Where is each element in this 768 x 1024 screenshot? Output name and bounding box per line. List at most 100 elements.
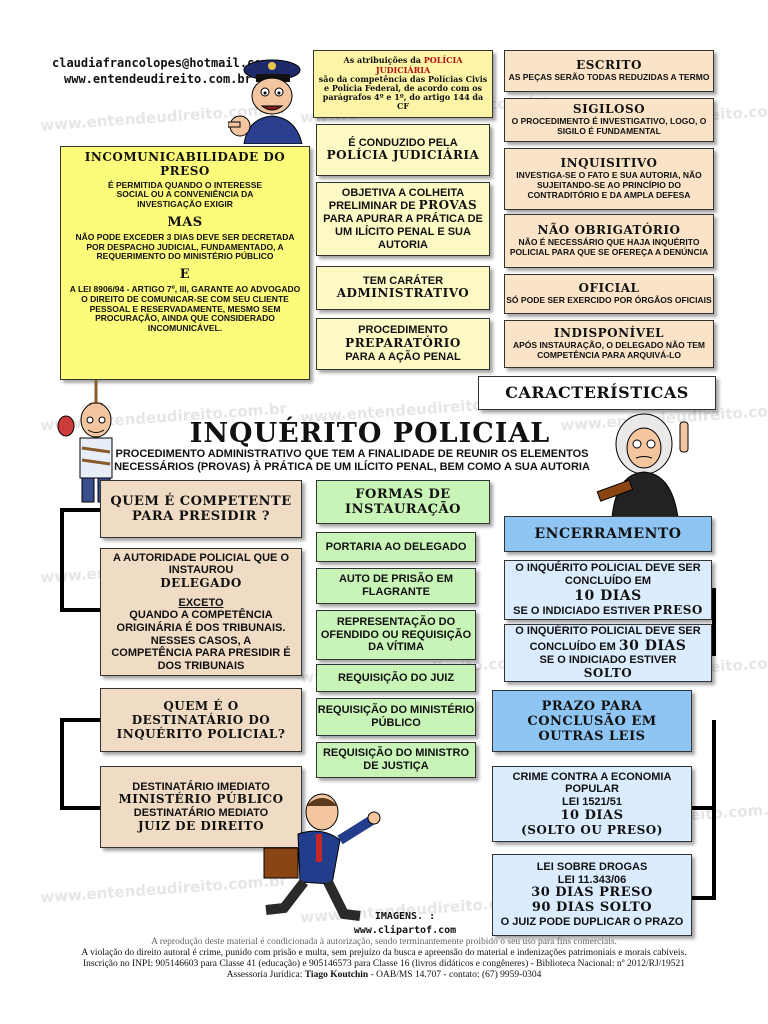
encerramento-solto-box: O INQUÉRITO POLICIAL DEVE SER CONCLUÍDO … <box>504 624 712 682</box>
prazo-title: PRAZO PARA CONCLUSÃO EM OUTRAS LEIS <box>527 698 657 744</box>
caracteristicas-label-box: CARACTERÍSTICAS <box>478 376 716 410</box>
connector-line <box>692 896 716 900</box>
objetiva-text: PARA APURAR A PRÁTICA DE UM ILÍCITO PENA… <box>323 213 483 251</box>
prazo-days: 90 DIAS SOLTO <box>531 900 653 916</box>
economia-popular-box: CRIME CONTRA A ECONOMIA POPULAR LEI 1521… <box>492 766 692 842</box>
prazo-days: 30 DIAS PRESO <box>531 885 653 901</box>
encerramento-text: SE O INDICIADO ESTIVER <box>539 654 677 667</box>
note-text: são da competência das Polícias Civis e … <box>318 73 488 112</box>
characteristic-title: OFICIAL <box>578 281 640 296</box>
imagens-label: IMAGENS. : <box>374 911 436 922</box>
forma-item: REQUISIÇÃO DO MINISTRO DE JUSTIÇA <box>316 742 476 778</box>
status-label: SOLTO <box>583 665 633 680</box>
incomunicabilidade-box: INCOMUNICABILIDADE DO PRESO É PERMITIDA … <box>60 146 310 380</box>
page-title: INQUÉRITO POLICIAL <box>189 418 551 449</box>
destinatario-answer-box: DESTINATÁRIO IMEDIATO MINISTÉRIO PÚBLICO… <box>100 766 302 848</box>
status-label: PRESO <box>653 602 703 617</box>
footer-line: A reprodução deste material é condiciona… <box>151 937 617 947</box>
connector-line <box>60 718 64 810</box>
header-credits: claudiafrancolopes@hotmail.com www.enten… <box>52 55 269 87</box>
provas-label: PROVAS <box>418 198 478 213</box>
preparatorio-text: PARA A AÇÃO PENAL <box>345 350 461 363</box>
objetiva-box: OBJETIVA A COLHEITA PRELIMINAR DE PROVAS… <box>316 182 490 256</box>
characteristic-title: NÃO OBRIGATÓRIO <box>537 223 681 238</box>
forma-item-label: REPRESENTAÇÃO DO OFENDIDO OU REQUISIÇÃO … <box>320 616 472 654</box>
preparatorio-title: PREPARATÓRIO <box>345 336 461 351</box>
carater-text: TEM CARÁTER <box>362 274 444 287</box>
encerramento-preso-box: O INQUÉRITO POLICIAL DEVE SER CONCLUÍDO … <box>504 560 712 620</box>
characteristic-indisponivel: INDISPONÍVEL APÓS INSTAURAÇÃO, O DELEGAD… <box>504 320 714 368</box>
characteristic-text: O PROCEDIMENTO É INVESTIGATIVO, LOGO, O … <box>511 116 707 136</box>
mas-label: MAS <box>167 214 203 230</box>
footer-line: - OAB/MS 14.707 - contato: (67) 9959-030… <box>368 970 542 980</box>
characteristic-text: SÓ PODE SER EXERCIDO POR ÓRGÃOS OFICIAIS <box>506 295 712 306</box>
juiz-de-direito-label: JUIZ DE DIREITO <box>137 818 265 833</box>
forma-item-label: REQUISIÇÃO DO MINISTRO DE JUSTIÇA <box>322 747 470 772</box>
image-credits: IMAGENS. : www.clipartof.com <box>320 910 490 938</box>
connector-line <box>60 508 64 612</box>
forma-item-label: PORTARIA AO DELEGADO <box>325 540 467 553</box>
characteristic-escrito: ESCRITO AS PEÇAS SERÃO TODAS REDUZIDAS A… <box>504 50 714 92</box>
footer-line: Inscrição no INPI: 905146603 para Classe… <box>82 959 686 969</box>
characteristic-title: INQUISITIVO <box>560 156 658 171</box>
encerramento-title: ENCERRAMENTO <box>534 525 682 542</box>
competente-text: A AUTORIDADE POLICIAL QUE O INSTAUROU <box>112 551 289 577</box>
connector-line <box>60 718 100 722</box>
characteristic-sigiloso: SIGILOSO O PROCEDIMENTO É INVESTIGATIVO,… <box>504 98 714 142</box>
formas-title-box: FORMAS DE INSTAURAÇÃO <box>316 480 490 524</box>
definition-text: PROCEDIMENTO ADMINISTRATIVO QUE TEM A FI… <box>114 448 590 473</box>
caracteristicas-label: CARACTERÍSTICAS <box>505 382 689 402</box>
drogas-text: LEI SOBRE DROGAS <box>536 861 648 874</box>
footer-lawyer-name: Tiago Koutchin <box>304 970 369 980</box>
encerramento-text: SE O INDICIADO ESTIVER <box>513 604 654 617</box>
preparatorio-box: PROCEDIMENTO PREPARATÓRIO PARA A AÇÃO PE… <box>316 318 490 370</box>
characteristic-title: ESCRITO <box>576 58 642 73</box>
destinatario-title: QUEM É O DESTINATÁRIO DO INQUÉRITO POLIC… <box>116 699 286 741</box>
forma-item-label: AUTO DE PRISÃO EM FLAGRANTE <box>338 573 454 598</box>
conduzido-box: É CONDUZIDO PELA POLÍCIA JUDICIÁRIA <box>316 124 490 176</box>
carater-title: ADMINISTRATIVO <box>336 286 470 301</box>
characteristic-text: APÓS INSTAURAÇÃO, O DELEGADO NÃO TEM COM… <box>512 340 706 360</box>
note-highlight: POLÍCIA JUDICIÁRIA <box>375 55 463 75</box>
clipart-url: www.clipartof.com <box>353 925 457 936</box>
characteristic-title: SIGILOSO <box>572 102 646 117</box>
ministerio-publico-label: MINISTÉRIO PÚBLICO <box>118 792 284 807</box>
characteristic-text: AS PEÇAS SERÃO TODAS REDUZIDAS A TERMO <box>508 72 710 83</box>
forma-item-label: REQUISIÇÃO DO JUIZ <box>337 671 455 684</box>
footer-line: Assessoria Jurídica: <box>226 970 305 980</box>
incomunicabilidade-title: INCOMUNICABILIDADE DO PRESO <box>84 150 286 178</box>
connector-line <box>60 806 100 810</box>
destinatario-text: DESTINATÁRIO MEDIATO <box>133 807 269 819</box>
note-text: As atribuições da <box>343 55 424 66</box>
incomunicabilidade-text: A LEI 8906/94 - ARTIGO 7º, III, GARANTE … <box>69 284 301 334</box>
economia-text: LEI 1521/51 <box>562 795 622 808</box>
e-label: E <box>179 267 191 283</box>
forma-item-label: REQUISIÇÃO DO MINISTÉRIO PÚBLICO <box>317 704 475 729</box>
police-officer-illustration <box>227 56 312 145</box>
forma-item: REPRESENTAÇÃO DO OFENDIDO OU REQUISIÇÃO … <box>316 610 476 660</box>
author-email: claudiafrancolopes@hotmail.com <box>52 56 269 70</box>
economia-text: CRIME CONTRA A ECONOMIA POPULAR <box>512 770 672 796</box>
connector-line <box>712 720 716 900</box>
encerramento-text: O INQUÉRITO POLICIAL DEVE SER CONCLUÍDO … <box>515 625 701 654</box>
incomunicabilidade-text: É PERMITIDA QUANDO O INTERESSE SOCIAL OU… <box>107 179 263 210</box>
carater-box: TEM CARÁTER ADMINISTRATIVO <box>316 266 490 310</box>
forma-item: AUTO DE PRISÃO EM FLAGRANTE <box>316 568 476 604</box>
characteristic-text: NÃO É NECESSÁRIO QUE HAJA INQUÉRITO POLI… <box>509 237 709 257</box>
footer-line: A violação do direito autoral é crime, p… <box>81 948 687 958</box>
competente-title: QUEM É COMPETENTE PARA PRESIDIR ? <box>110 494 292 524</box>
encerramento-title-box: ENCERRAMENTO <box>504 516 712 552</box>
connector-line <box>692 806 716 810</box>
conduzido-text: É CONDUZIDO PELA <box>348 136 458 149</box>
destinatario-text: DESTINATÁRIO IMEDIATO <box>132 780 270 793</box>
forma-item: PORTARIA AO DELEGADO <box>316 532 476 562</box>
objetiva-text: OBJETIVA A COLHEITA PRELIMINAR DE <box>328 186 465 213</box>
drogas-text: LEI 11.343/06 <box>557 873 627 886</box>
characteristic-text: INVESTIGA-SE O FATO E SUA AUTORIA, NÃO S… <box>516 170 702 200</box>
economia-text: (SOLTO OU PRESO) <box>521 822 663 837</box>
destinatario-title-box: QUEM É O DESTINATÁRIO DO INQUÉRITO POLIC… <box>100 688 302 752</box>
running-man-illustration <box>244 790 384 930</box>
characteristic-inquisitivo: INQUISITIVO INVESTIGA-SE O FATO E SUA AU… <box>504 148 714 210</box>
preparatorio-text: PROCEDIMENTO <box>358 324 448 337</box>
website-link: www.entendeudireito.com.br <box>64 72 252 86</box>
